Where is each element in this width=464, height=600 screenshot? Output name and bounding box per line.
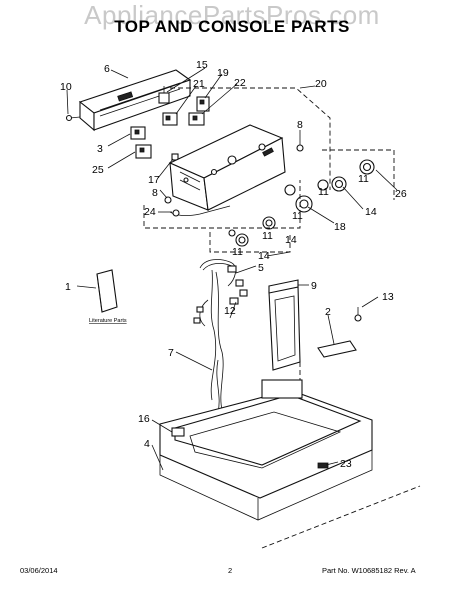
callout-14-b: 14 [285,234,297,246]
callout-7: 7 [168,347,174,359]
callout-17: 17 [148,174,160,186]
knob-group-lower [228,216,276,247]
footer-page-number: 2 [228,566,233,575]
dashed-bound-14-lower [209,232,291,253]
callout-11-b: 11 [318,186,329,198]
callout-8-upper: 8 [297,119,303,131]
callout-18: 18 [334,221,346,233]
callout-labels: 6 10 15 21 19 22 20 8 3 25 17 8 24 11 26… [60,59,407,470]
lid-part-10 [268,279,301,392]
callout-26: 26 [395,188,407,200]
callout-24: 24 [144,206,156,218]
screw-part-9 [65,114,81,122]
wire-harness [193,259,248,413]
callout-13: 13 [382,291,394,303]
screw-part-13 [354,307,362,322]
dashed-bound-base [261,485,421,549]
callout-2: 2 [325,306,331,318]
leader-lines [66,67,398,471]
watermark-text: AppliancePartsPros.com [84,0,380,30]
dashed-bound-18 [143,180,301,229]
callout-23: 23 [340,458,352,470]
knob-group-right [284,159,375,213]
screw-part-8-upper [296,140,304,152]
cabinet-top [159,379,373,521]
footer-part-number: Part No. W10685182 Rev. A [322,566,416,575]
page-title: TOP AND CONSOLE PARTS [114,17,350,36]
callout-8-lower: 8 [152,187,158,199]
callout-21: 21 [193,78,205,90]
wire-part-24 [169,205,231,217]
literature-parts-label: Literature Parts [89,318,127,324]
console-housing [168,124,286,211]
callout-22: 22 [234,77,246,89]
callout-14-a: 14 [365,206,377,218]
callout-1: 1 [65,281,71,293]
callout-4: 4 [144,438,150,450]
callout-11-a: 11 [358,173,369,185]
callout-10: 9 [311,280,317,292]
screw-part-8-lower [164,196,172,204]
callout-9: 10 [60,81,72,93]
callout-16: 16 [138,413,150,425]
literature-parts-booklet [96,269,118,313]
callout-14-c: 14 [258,250,270,262]
callout-5: 5 [258,262,264,274]
lid-hinge-part-2 [317,340,357,358]
dashed-bound-20 [170,87,331,190]
callout-25: 25 [92,164,104,176]
callout-20: 20 [315,78,327,90]
callout-11-e: 11 [232,246,243,258]
dashed-bound-26 [322,149,395,200]
footer-date: 03/06/2014 [20,566,58,575]
callout-15: 15 [196,59,208,71]
callout-12: 12 [224,305,236,317]
callout-6: 6 [104,63,110,75]
callout-11-d: 11 [262,230,273,242]
callout-3: 3 [97,143,103,155]
callout-11-c: 11 [292,210,303,222]
control-components [130,86,210,161]
callout-19: 19 [217,67,229,79]
